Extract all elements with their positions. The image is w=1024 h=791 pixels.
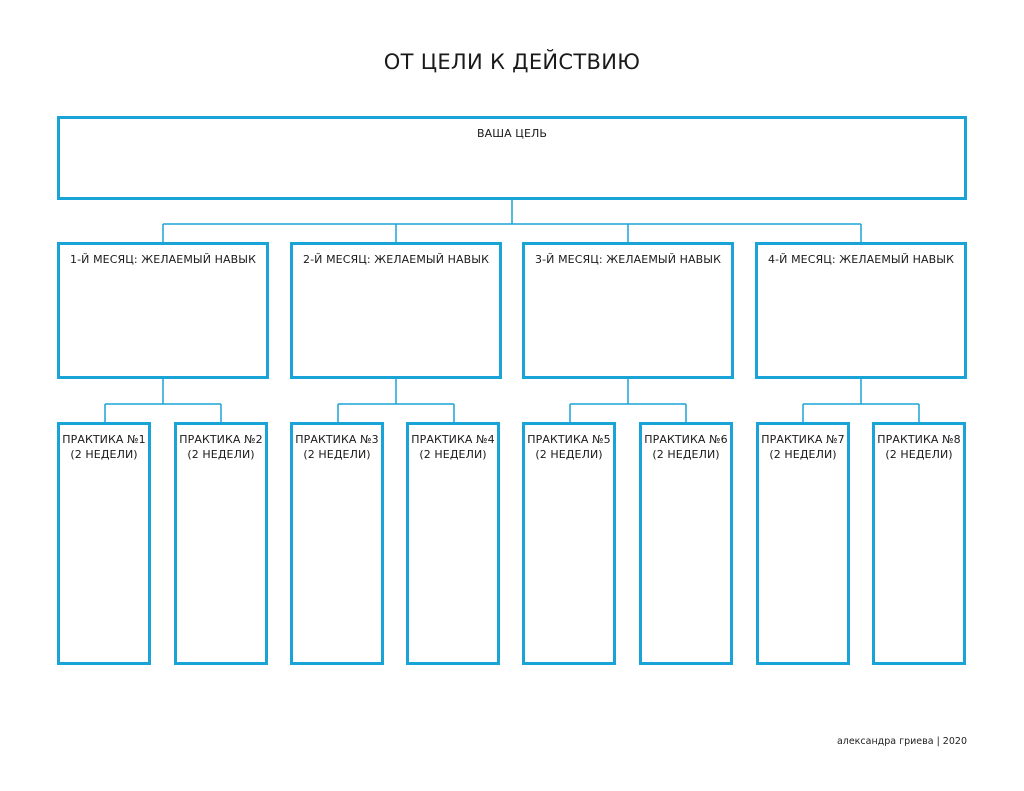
practice-box-4[interactable]: ПРАКТИКА №4 (2 НЕДЕЛИ) xyxy=(406,422,500,665)
page-title: ОТ ЦЕЛИ К ДЕЙСТВИЮ xyxy=(383,50,641,74)
practice-label: ПРАКТИКА №2 xyxy=(179,433,263,446)
practice-label: ПРАКТИКА №1 xyxy=(62,433,146,446)
practice-label: ПРАКТИКА №8 xyxy=(877,433,961,446)
practice-duration: (2 НЕДЕЛИ) xyxy=(70,448,138,461)
practice-label: ПРАКТИКА №5 xyxy=(527,433,611,446)
practice-box-7[interactable]: ПРАКТИКА №7 (2 НЕДЕЛИ) xyxy=(756,422,850,665)
practice-box-1[interactable]: ПРАКТИКА №1 (2 НЕДЕЛИ) xyxy=(57,422,151,665)
goal-box[interactable]: ВАША ЦЕЛЬ xyxy=(57,116,967,200)
practice-duration: (2 НЕДЕЛИ) xyxy=(885,448,953,461)
practice-duration: (2 НЕДЕЛИ) xyxy=(303,448,371,461)
month-label: 4-Й МЕСЯЦ: ЖЕЛАЕМЫЙ НАВЫК xyxy=(767,253,955,266)
practice-duration: (2 НЕДЕЛИ) xyxy=(769,448,837,461)
practice-label: ПРАКТИКА №6 xyxy=(644,433,728,446)
practice-duration: (2 НЕДЕЛИ) xyxy=(187,448,255,461)
month-box-1[interactable]: 1-Й МЕСЯЦ: ЖЕЛАЕМЫЙ НАВЫК xyxy=(57,242,269,379)
month-label: 2-Й МЕСЯЦ: ЖЕЛАЕМЫЙ НАВЫК xyxy=(302,253,490,266)
practice-box-6[interactable]: ПРАКТИКА №6 (2 НЕДЕЛИ) xyxy=(639,422,733,665)
month-box-2[interactable]: 2-Й МЕСЯЦ: ЖЕЛАЕМЫЙ НАВЫК xyxy=(290,242,502,379)
goal-label: ВАША ЦЕЛЬ xyxy=(476,127,548,140)
month-box-4[interactable]: 4-Й МЕСЯЦ: ЖЕЛАЕМЫЙ НАВЫК xyxy=(755,242,967,379)
practice-label: ПРАКТИКА №7 xyxy=(761,433,845,446)
practice-duration: (2 НЕДЕЛИ) xyxy=(535,448,603,461)
practice-duration: (2 НЕДЕЛИ) xyxy=(652,448,720,461)
practice-label: ПРАКТИКА №3 xyxy=(295,433,379,446)
author-credit: александра гриева | 2020 xyxy=(836,736,967,747)
practice-box-5[interactable]: ПРАКТИКА №5 (2 НЕДЕЛИ) xyxy=(522,422,616,665)
practice-label: ПРАКТИКА №4 xyxy=(411,433,495,446)
month-box-3[interactable]: 3-Й МЕСЯЦ: ЖЕЛАЕМЫЙ НАВЫК xyxy=(522,242,734,379)
month-label: 3-Й МЕСЯЦ: ЖЕЛАЕМЫЙ НАВЫК xyxy=(534,253,722,266)
practice-box-2[interactable]: ПРАКТИКА №2 (2 НЕДЕЛИ) xyxy=(174,422,268,665)
practice-box-3[interactable]: ПРАКТИКА №3 (2 НЕДЕЛИ) xyxy=(290,422,384,665)
month-label: 1-Й МЕСЯЦ: ЖЕЛАЕМЫЙ НАВЫК xyxy=(69,253,257,266)
practice-box-8[interactable]: ПРАКТИКА №8 (2 НЕДЕЛИ) xyxy=(872,422,966,665)
practice-duration: (2 НЕДЕЛИ) xyxy=(419,448,487,461)
